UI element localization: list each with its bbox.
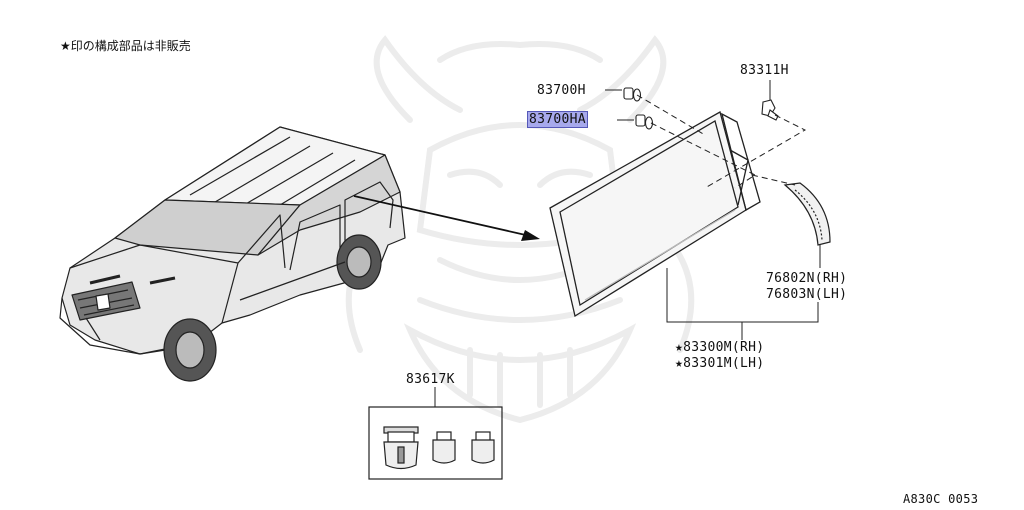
callout-83300m-rh[interactable]: ★83300M(RH) xyxy=(675,340,765,355)
kit-parts-icon xyxy=(368,406,503,480)
clip-83311h-icon xyxy=(761,99,779,121)
leader-lines xyxy=(434,80,821,407)
callout-83700h[interactable]: 83700H xyxy=(537,83,586,98)
callout-83301m-lh[interactable]: ★83301M(LH) xyxy=(675,356,765,371)
clip-83700ha-icon xyxy=(635,114,654,130)
vehicle-illustration-icon xyxy=(59,126,406,382)
pointer-arrow xyxy=(353,195,540,241)
non-sale-note: ★印の構成部品は非販売 xyxy=(60,39,191,53)
finisher-molding-icon xyxy=(783,182,831,246)
callout-76803n-lh[interactable]: 76803N(LH) xyxy=(766,287,848,302)
guide-lines xyxy=(636,94,807,189)
quarter-window-glass-icon xyxy=(549,111,761,318)
diagram-code: A830C 0053 xyxy=(903,492,979,506)
callout-83311h[interactable]: 83311H xyxy=(740,63,789,78)
callout-83700ha[interactable]: 83700HA xyxy=(527,111,588,128)
clip-83700h-icon xyxy=(623,87,642,102)
callout-76802n-rh[interactable]: 76802N(RH) xyxy=(766,271,848,286)
callout-83617k[interactable]: 83617K xyxy=(406,372,455,387)
